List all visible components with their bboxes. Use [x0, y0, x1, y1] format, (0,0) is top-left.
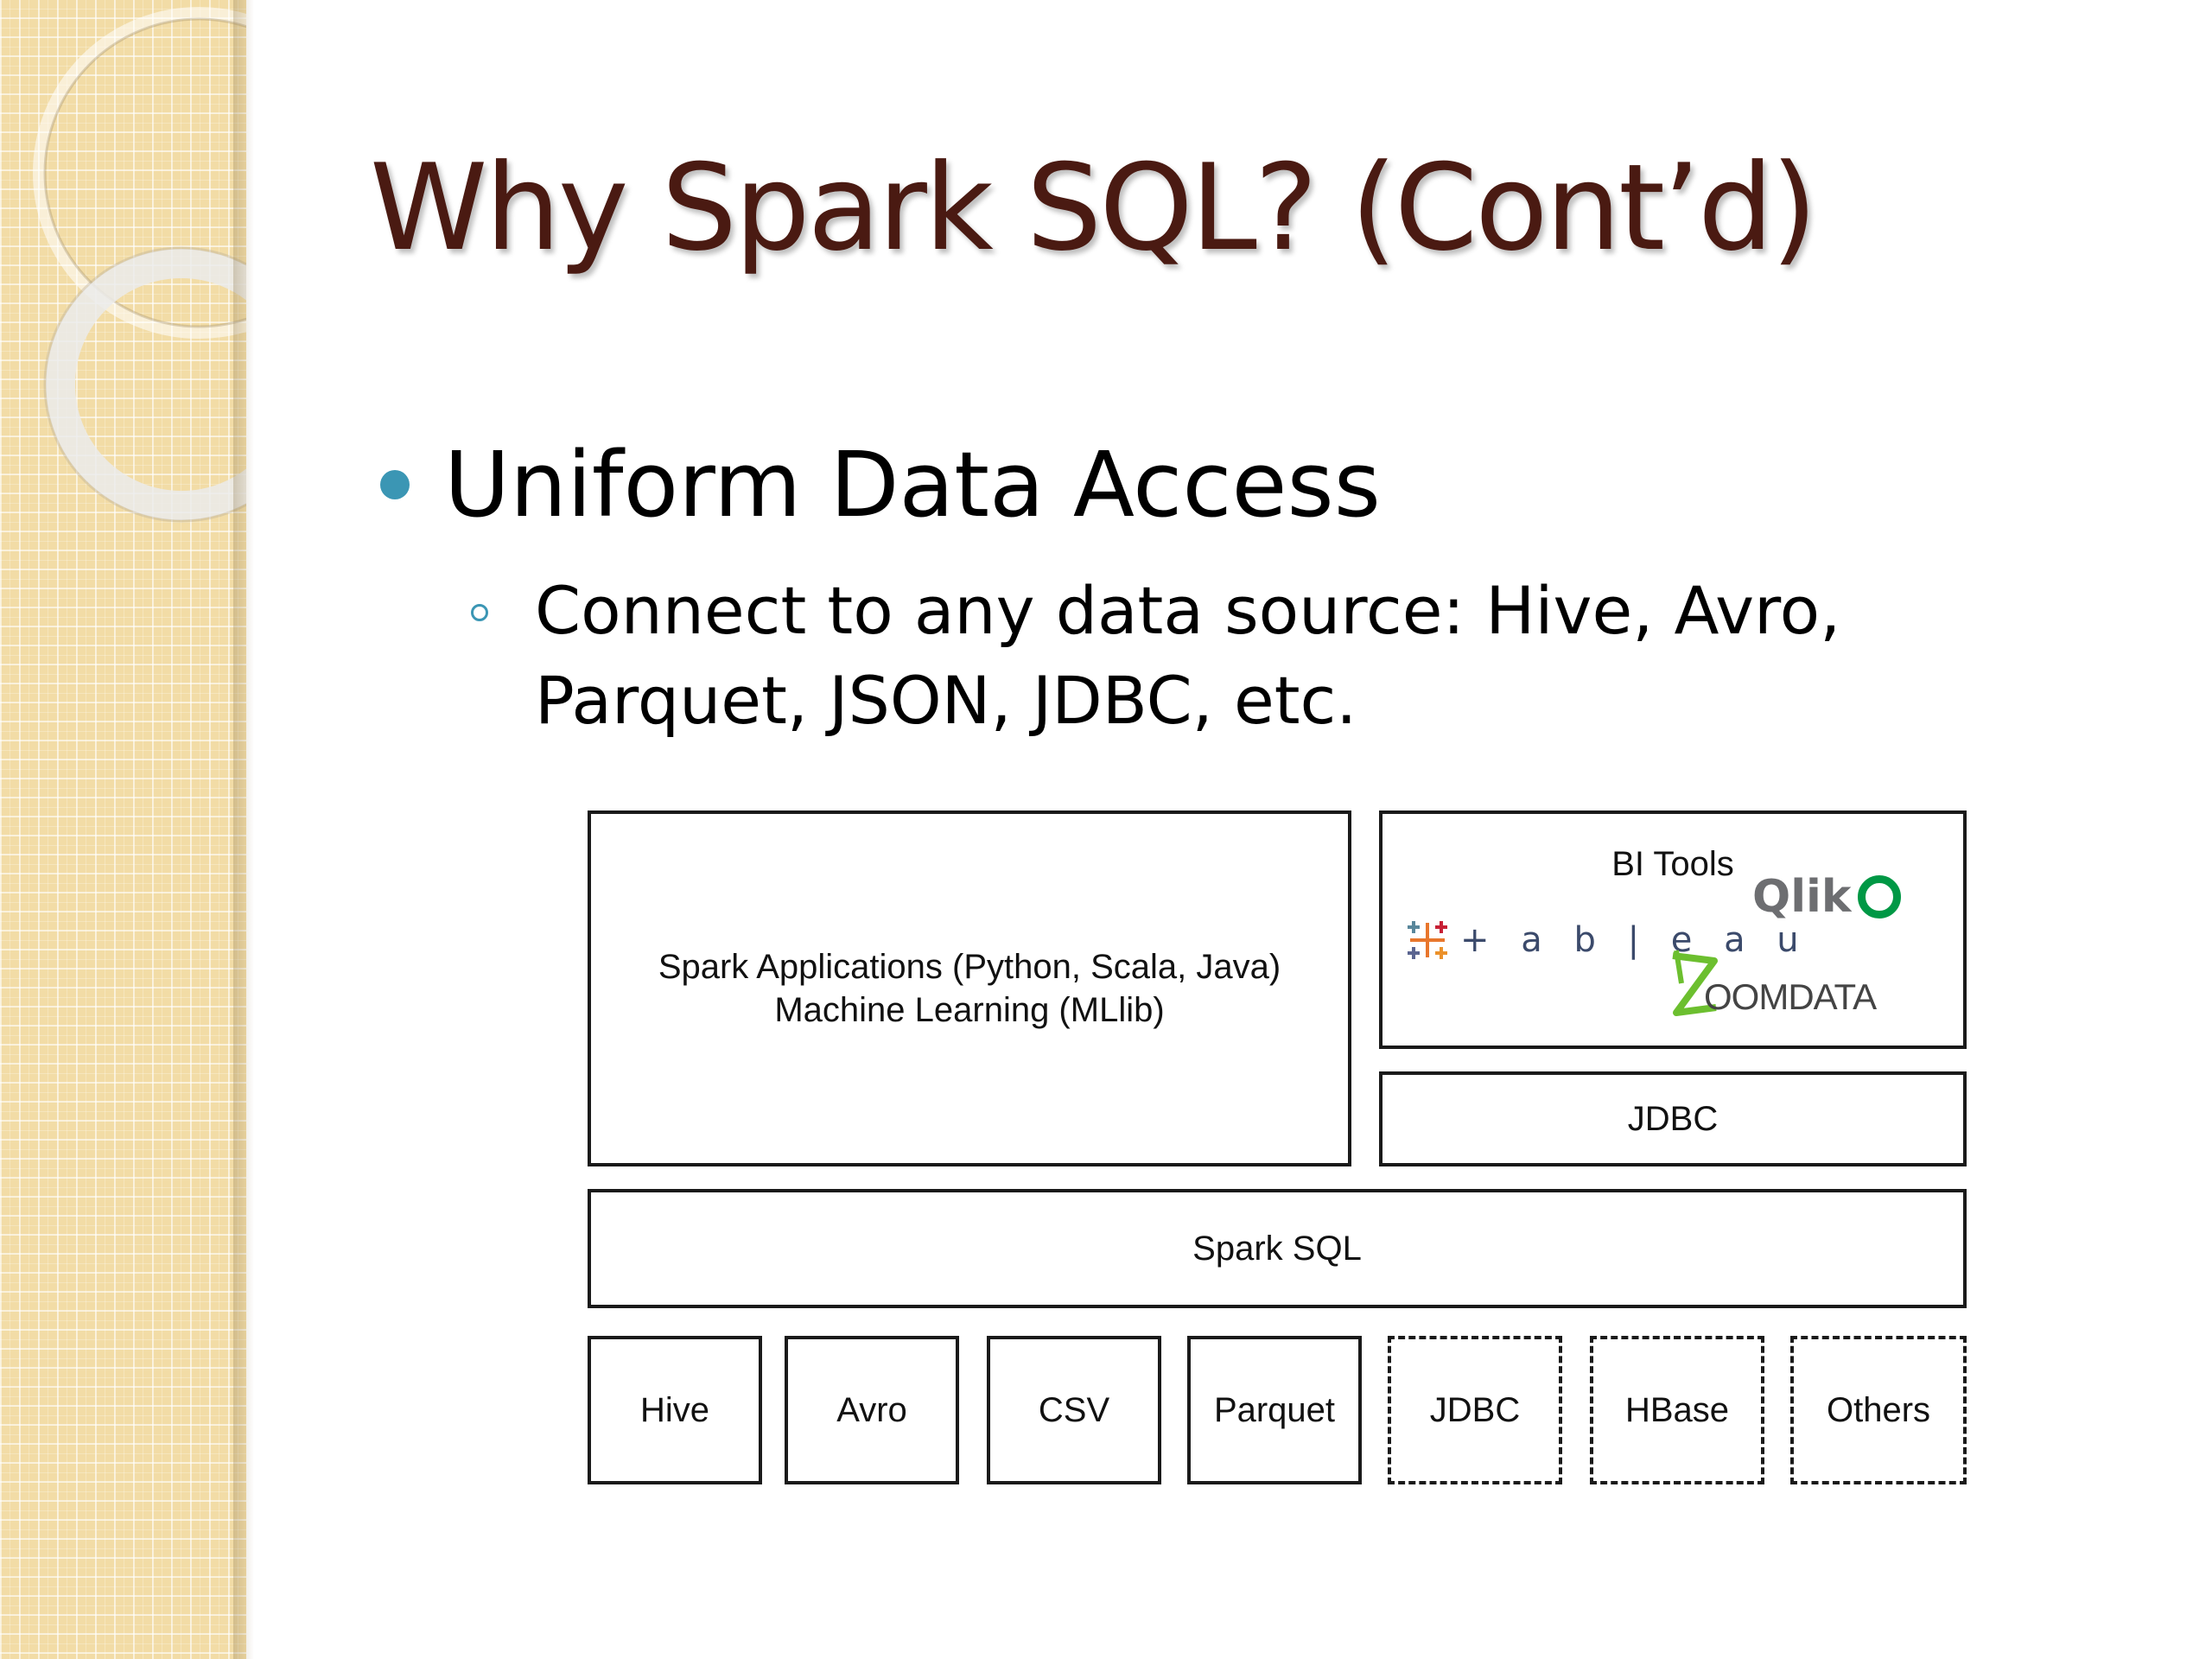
tableau-logo: + a b | e a u [1403, 916, 1809, 964]
bullet-item: Uniform Data Access [380, 432, 1381, 537]
bullet-text: Uniform Data Access [444, 432, 1381, 537]
source-label: Hive [639, 1390, 710, 1429]
apps-line-1: Spark Applications (Python, Scala, Java) [658, 948, 1281, 986]
zoomdata-logo: OOMDATA [1664, 949, 1877, 1023]
apps-line-2: Machine Learning (MLlib) [774, 991, 1165, 1029]
source-label: Parquet [1213, 1390, 1336, 1429]
bi-tools-box: BI Tools + a b | e a u Qlik [1379, 810, 1967, 1049]
tableau-wordmark: + a b | e a u [1460, 920, 1809, 960]
bullet-dot-icon [380, 470, 410, 499]
slide-title: Why Spark SQL? (Cont’d) [370, 138, 1817, 277]
source-label: JDBC [1429, 1390, 1521, 1429]
sub-bullet-text: Connect to any data source: Hive, Avro, … [535, 572, 1841, 739]
source-box-others: Others [1790, 1336, 1967, 1484]
source-box-jdbc: JDBC [1388, 1336, 1562, 1484]
spark-sql-label: Spark SQL [1192, 1229, 1362, 1268]
spark-applications-box: Spark Applications (Python, Scala, Java)… [588, 810, 1351, 1166]
zoomdata-wordmark: OOMDATA [1704, 976, 1877, 1017]
source-box-hive: Hive [588, 1336, 762, 1484]
qlik-logo: Qlik [1752, 871, 1902, 923]
source-label: Avro [836, 1390, 907, 1429]
jdbc-connector-box: JDBC [1379, 1071, 1967, 1166]
decorative-rings [33, 7, 246, 523]
tableau-cross-icon [1408, 921, 1447, 959]
source-box-hbase: HBase [1590, 1336, 1764, 1484]
bi-tools-label: BI Tools [1611, 845, 1734, 883]
jdbc-connector-label: JDBC [1627, 1099, 1719, 1138]
strip-shadow [233, 0, 254, 1659]
source-box-avro: Avro [785, 1336, 959, 1484]
zoomdata-z-icon [1672, 950, 1718, 1016]
source-label: Others [1826, 1390, 1931, 1429]
spark-sql-box: Spark SQL [588, 1189, 1967, 1308]
decorative-side-strip [0, 0, 246, 1659]
source-label: HBase [1624, 1390, 1730, 1429]
source-box-csv: CSV [987, 1336, 1161, 1484]
qlik-wordmark: Qlik [1752, 871, 1852, 923]
sub-bullet-ring-icon [471, 604, 488, 621]
source-label: CSV [1038, 1390, 1110, 1429]
source-box-parquet: Parquet [1187, 1336, 1362, 1484]
qlik-q-icon [1858, 875, 1902, 918]
sub-bullet-item: Connect to any data source: Hive, Avro, … [471, 566, 2113, 746]
